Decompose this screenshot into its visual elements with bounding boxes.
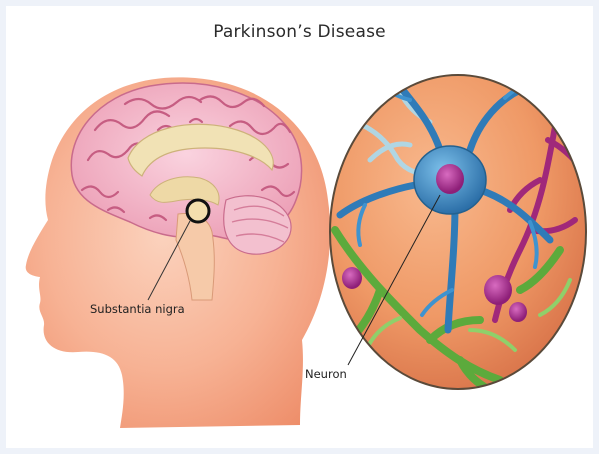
neuron-closeup — [330, 60, 586, 390]
neuron-label: Neuron — [305, 367, 347, 381]
substantia-nigra-marker — [187, 200, 209, 222]
substantia-nigra-label: Substantia nigra — [90, 302, 185, 316]
